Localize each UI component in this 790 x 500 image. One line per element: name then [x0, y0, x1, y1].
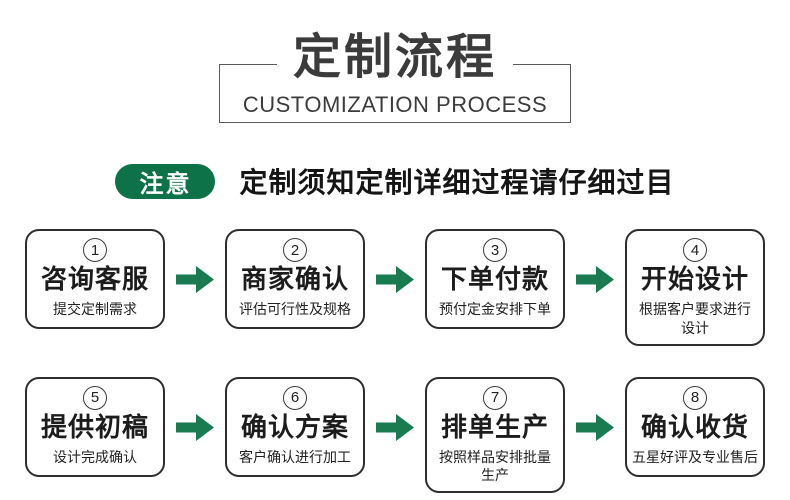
step-number-badge: 7 — [483, 385, 507, 410]
arrow-right-shape — [576, 266, 614, 293]
step-title: 确认方案 — [240, 411, 349, 442]
arrow-right-icon — [576, 413, 614, 441]
step-number-badge: 8 — [683, 385, 707, 410]
step-title: 商家确认 — [240, 264, 349, 294]
step-card-7: 7 排单生产 按照样品安排批量 生产 — [425, 376, 565, 494]
step-title: 确认收货 — [640, 411, 749, 442]
step-card-5: 5 提供初稿 设计完成确认 — [25, 376, 165, 477]
step-title: 排单生产 — [440, 411, 549, 442]
arrow-right-icon — [376, 266, 414, 293]
page-title: 定制流程 — [276, 31, 514, 85]
step-number-badge: 5 — [83, 385, 107, 410]
step-desc: 客户确认进行加工 — [239, 448, 351, 465]
step-card-8: 8 确认收货 五星好评及专业售后 — [625, 376, 765, 477]
step-number-badge: 2 — [283, 238, 307, 262]
step-number-badge: 3 — [483, 238, 507, 262]
step-desc: 预付定金安排下单 — [439, 300, 551, 317]
step-desc: 五星好评及专业售后 — [632, 448, 758, 465]
step-card-6: 6 确认方案 客户确认进行加工 — [225, 376, 365, 477]
step-number-badge: 1 — [83, 238, 107, 262]
arrow-right-shape — [176, 266, 214, 293]
step-desc: 提交定制需求 — [53, 300, 137, 317]
arrow-right-shape — [376, 266, 414, 293]
step-desc: 根据客户要求进行 设计 — [639, 300, 751, 336]
step-title: 咨询客服 — [40, 264, 149, 294]
step-card-4: 4 开始设计 根据客户要求进行 设计 — [625, 229, 765, 346]
title-frame: 定制流程 CUSTOMIZATION PROCESS — [219, 31, 571, 123]
step-desc: 设计完成确认 — [53, 448, 137, 465]
step-title: 下单付款 — [440, 264, 549, 294]
arrow-right-shape — [576, 413, 614, 441]
step-desc: 评估可行性及规格 — [239, 300, 351, 317]
arrow-right-icon — [176, 413, 214, 441]
steps-row-1: 1 咨询客服 提交定制需求 2 商家确认 评估可行性及规格 3 下单付款 预付定… — [0, 229, 790, 346]
step-number-badge: 4 — [683, 238, 707, 262]
step-number-badge: 6 — [283, 385, 307, 410]
notice-badge: 注意 — [115, 163, 216, 199]
arrow-right-icon — [576, 266, 614, 293]
page-subtitle: CUSTOMIZATION PROCESS — [242, 92, 548, 117]
arrow-right-icon — [176, 266, 214, 293]
steps-row-2: 5 提供初稿 设计完成确认 6 确认方案 客户确认进行加工 7 排单生产 按照样… — [0, 376, 790, 494]
arrow-right-icon — [376, 413, 414, 441]
step-title: 提供初稿 — [40, 411, 149, 442]
step-card-3: 3 下单付款 预付定金安排下单 — [425, 229, 565, 329]
notice-text: 定制须知定制详细过程请仔细过目 — [239, 167, 675, 198]
step-card-2: 2 商家确认 评估可行性及规格 — [225, 229, 365, 329]
step-title: 开始设计 — [640, 264, 749, 294]
arrow-right-shape — [176, 413, 214, 441]
notice-row: 注意 定制须知定制详细过程请仔细过目 — [0, 163, 790, 199]
arrow-right-shape — [376, 413, 414, 441]
step-card-1: 1 咨询客服 提交定制需求 — [25, 229, 165, 329]
step-desc: 按照样品安排批量 生产 — [439, 448, 551, 484]
